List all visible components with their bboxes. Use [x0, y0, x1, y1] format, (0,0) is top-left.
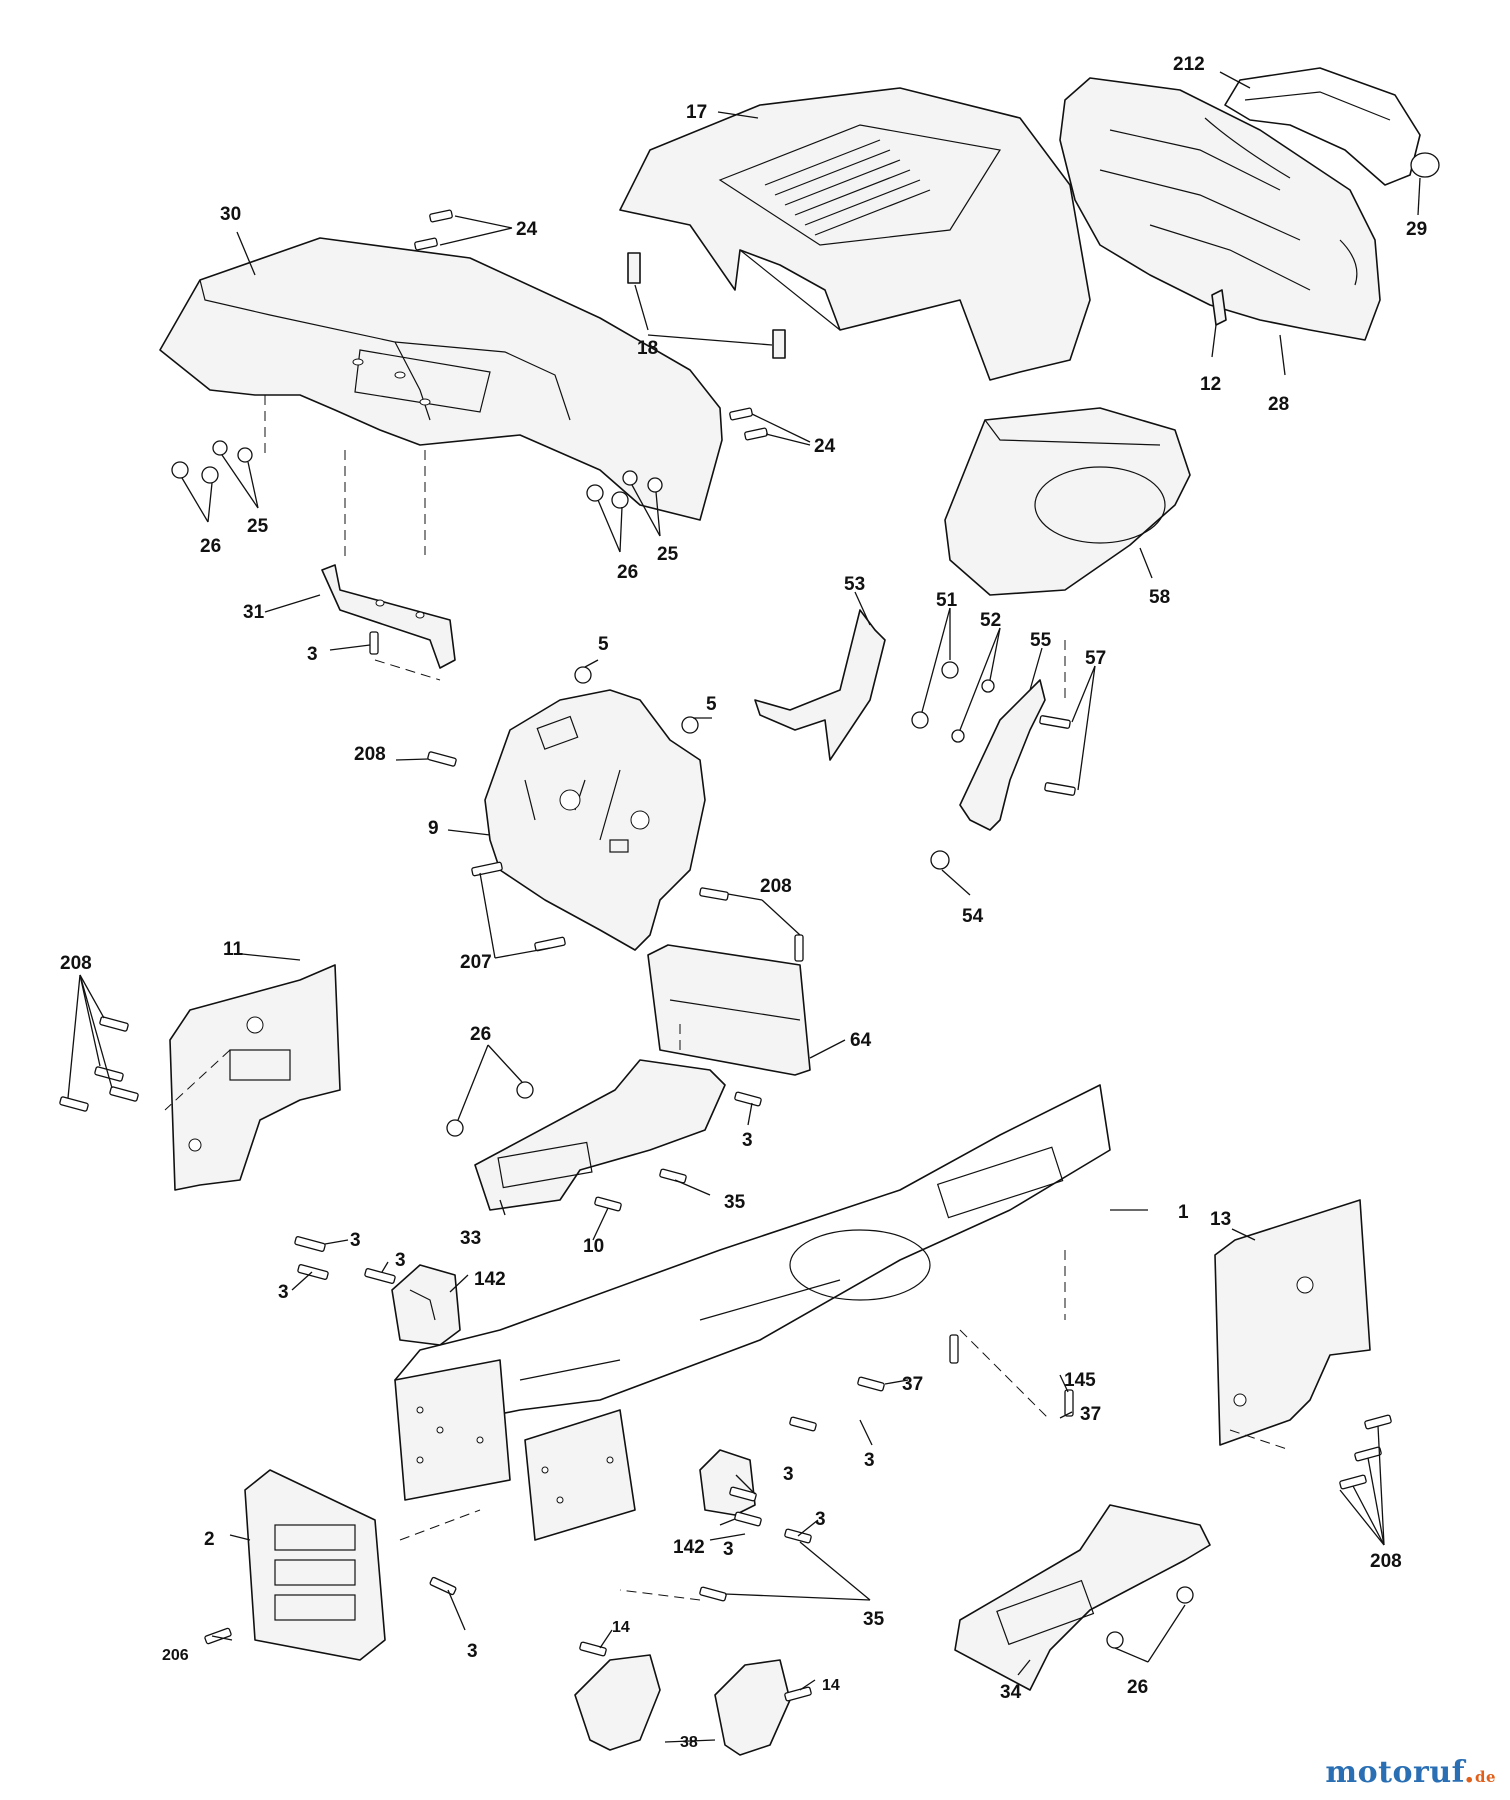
callout-5: 5: [598, 634, 609, 655]
part-142-bracket-lower: [699, 1449, 756, 1516]
callout-37: 37: [1080, 1404, 1101, 1425]
callout-3: 3: [278, 1282, 289, 1303]
callout-26: 26: [470, 1024, 491, 1045]
callout-26: 26: [617, 562, 638, 583]
callout-24: 24: [516, 219, 538, 240]
callout-58: 58: [1149, 587, 1170, 608]
callout-57: 57: [1085, 648, 1106, 669]
part-18-pads: [627, 252, 786, 359]
callout-14: 14: [612, 1619, 630, 1636]
callout-10: 10: [583, 1236, 604, 1257]
callout-142: 142: [474, 1269, 506, 1290]
callout-12: 12: [1200, 374, 1221, 395]
part-30-fender: [159, 237, 723, 521]
callout-3: 3: [723, 1539, 734, 1560]
callout-3: 3: [815, 1509, 826, 1530]
callout-3: 3: [467, 1641, 478, 1662]
callout-3: 3: [395, 1250, 406, 1271]
callout-3: 3: [864, 1450, 875, 1471]
callout-55: 55: [1030, 630, 1052, 651]
watermark-tld: de: [1474, 1768, 1496, 1786]
hardware: [59, 209, 1392, 1702]
callout-145: 145: [1064, 1370, 1096, 1391]
callout-30: 30: [220, 204, 241, 225]
callout-208: 208: [354, 744, 386, 765]
callout-3: 3: [307, 644, 318, 665]
part-9-dash-panel: [484, 689, 706, 951]
part-55-bracket: [959, 679, 1046, 831]
callout-28: 28: [1268, 394, 1289, 415]
callout-38: 38: [680, 1734, 698, 1751]
part-53-bracket: [754, 609, 886, 761]
callout-13: 13: [1210, 1209, 1231, 1230]
part-64-mount: [647, 944, 811, 1076]
callout-24: 24: [814, 436, 836, 457]
leader-lines: [67, 71, 1421, 1743]
callout-35: 35: [863, 1609, 885, 1630]
part-34-footrest: [954, 1504, 1211, 1691]
part-28-grille: [1059, 77, 1381, 341]
callout-5: 5: [706, 694, 717, 715]
callout-31: 31: [243, 602, 265, 623]
callout-207: 207: [460, 952, 492, 973]
callout-212: 212: [1173, 54, 1205, 75]
watermark-logo: motoruf.de: [1325, 1755, 1496, 1790]
part-13-side-plate: [1214, 1199, 1371, 1446]
callout-142: 142: [673, 1537, 705, 1558]
callout-53: 53: [844, 574, 865, 595]
part-31-bracket: [321, 564, 456, 669]
callout-26: 26: [200, 536, 221, 557]
assembly-lines: [164, 395, 1291, 1601]
callout-2: 2: [204, 1529, 215, 1550]
watermark-brand: motoruf: [1325, 1755, 1464, 1790]
callout-3: 3: [350, 1230, 361, 1251]
callout-17: 17: [686, 102, 707, 123]
callout-51: 51: [936, 590, 958, 611]
part-58-dash-tray: [944, 407, 1191, 596]
callout-1: 1: [1178, 1202, 1189, 1223]
part-33-footrest: [474, 1059, 726, 1211]
callout-206: 206: [162, 1647, 189, 1664]
callout-29: 29: [1406, 219, 1427, 240]
callout-labels: 17 212 30 24 29 18 12 28 24 25 26 25 26 …: [60, 54, 1427, 1751]
part-12-latch: [1211, 289, 1227, 326]
part-11-side-plate: [169, 964, 341, 1191]
callout-3: 3: [783, 1464, 794, 1485]
callout-14: 14: [822, 1677, 840, 1694]
side-plate-right-front: [524, 1409, 636, 1541]
part-212-lens: [1224, 67, 1440, 186]
callout-35: 35: [724, 1192, 746, 1213]
callout-208: 208: [1370, 1551, 1402, 1572]
callout-52: 52: [980, 610, 1001, 631]
part-142-bracket-upper: [391, 1264, 461, 1346]
callout-3: 3: [742, 1130, 753, 1151]
callout-208: 208: [60, 953, 92, 974]
part-1-frame: [394, 1084, 1111, 1431]
part-17-hood: [619, 87, 1091, 381]
callout-25: 25: [657, 544, 679, 565]
callout-64: 64: [850, 1030, 872, 1051]
callout-37: 37: [902, 1374, 923, 1395]
part-38-brackets: [574, 1654, 791, 1756]
callout-9: 9: [428, 818, 439, 839]
callout-33: 33: [460, 1228, 481, 1249]
part-2-front-plate: [244, 1469, 386, 1661]
callout-18: 18: [637, 338, 658, 359]
callout-34: 34: [1000, 1682, 1022, 1703]
callout-25: 25: [247, 516, 269, 537]
side-plate-left-front: [394, 1359, 511, 1501]
callout-54: 54: [962, 906, 984, 927]
callout-11: 11: [223, 939, 244, 960]
callout-208: 208: [760, 876, 792, 897]
callout-26: 26: [1127, 1677, 1148, 1698]
